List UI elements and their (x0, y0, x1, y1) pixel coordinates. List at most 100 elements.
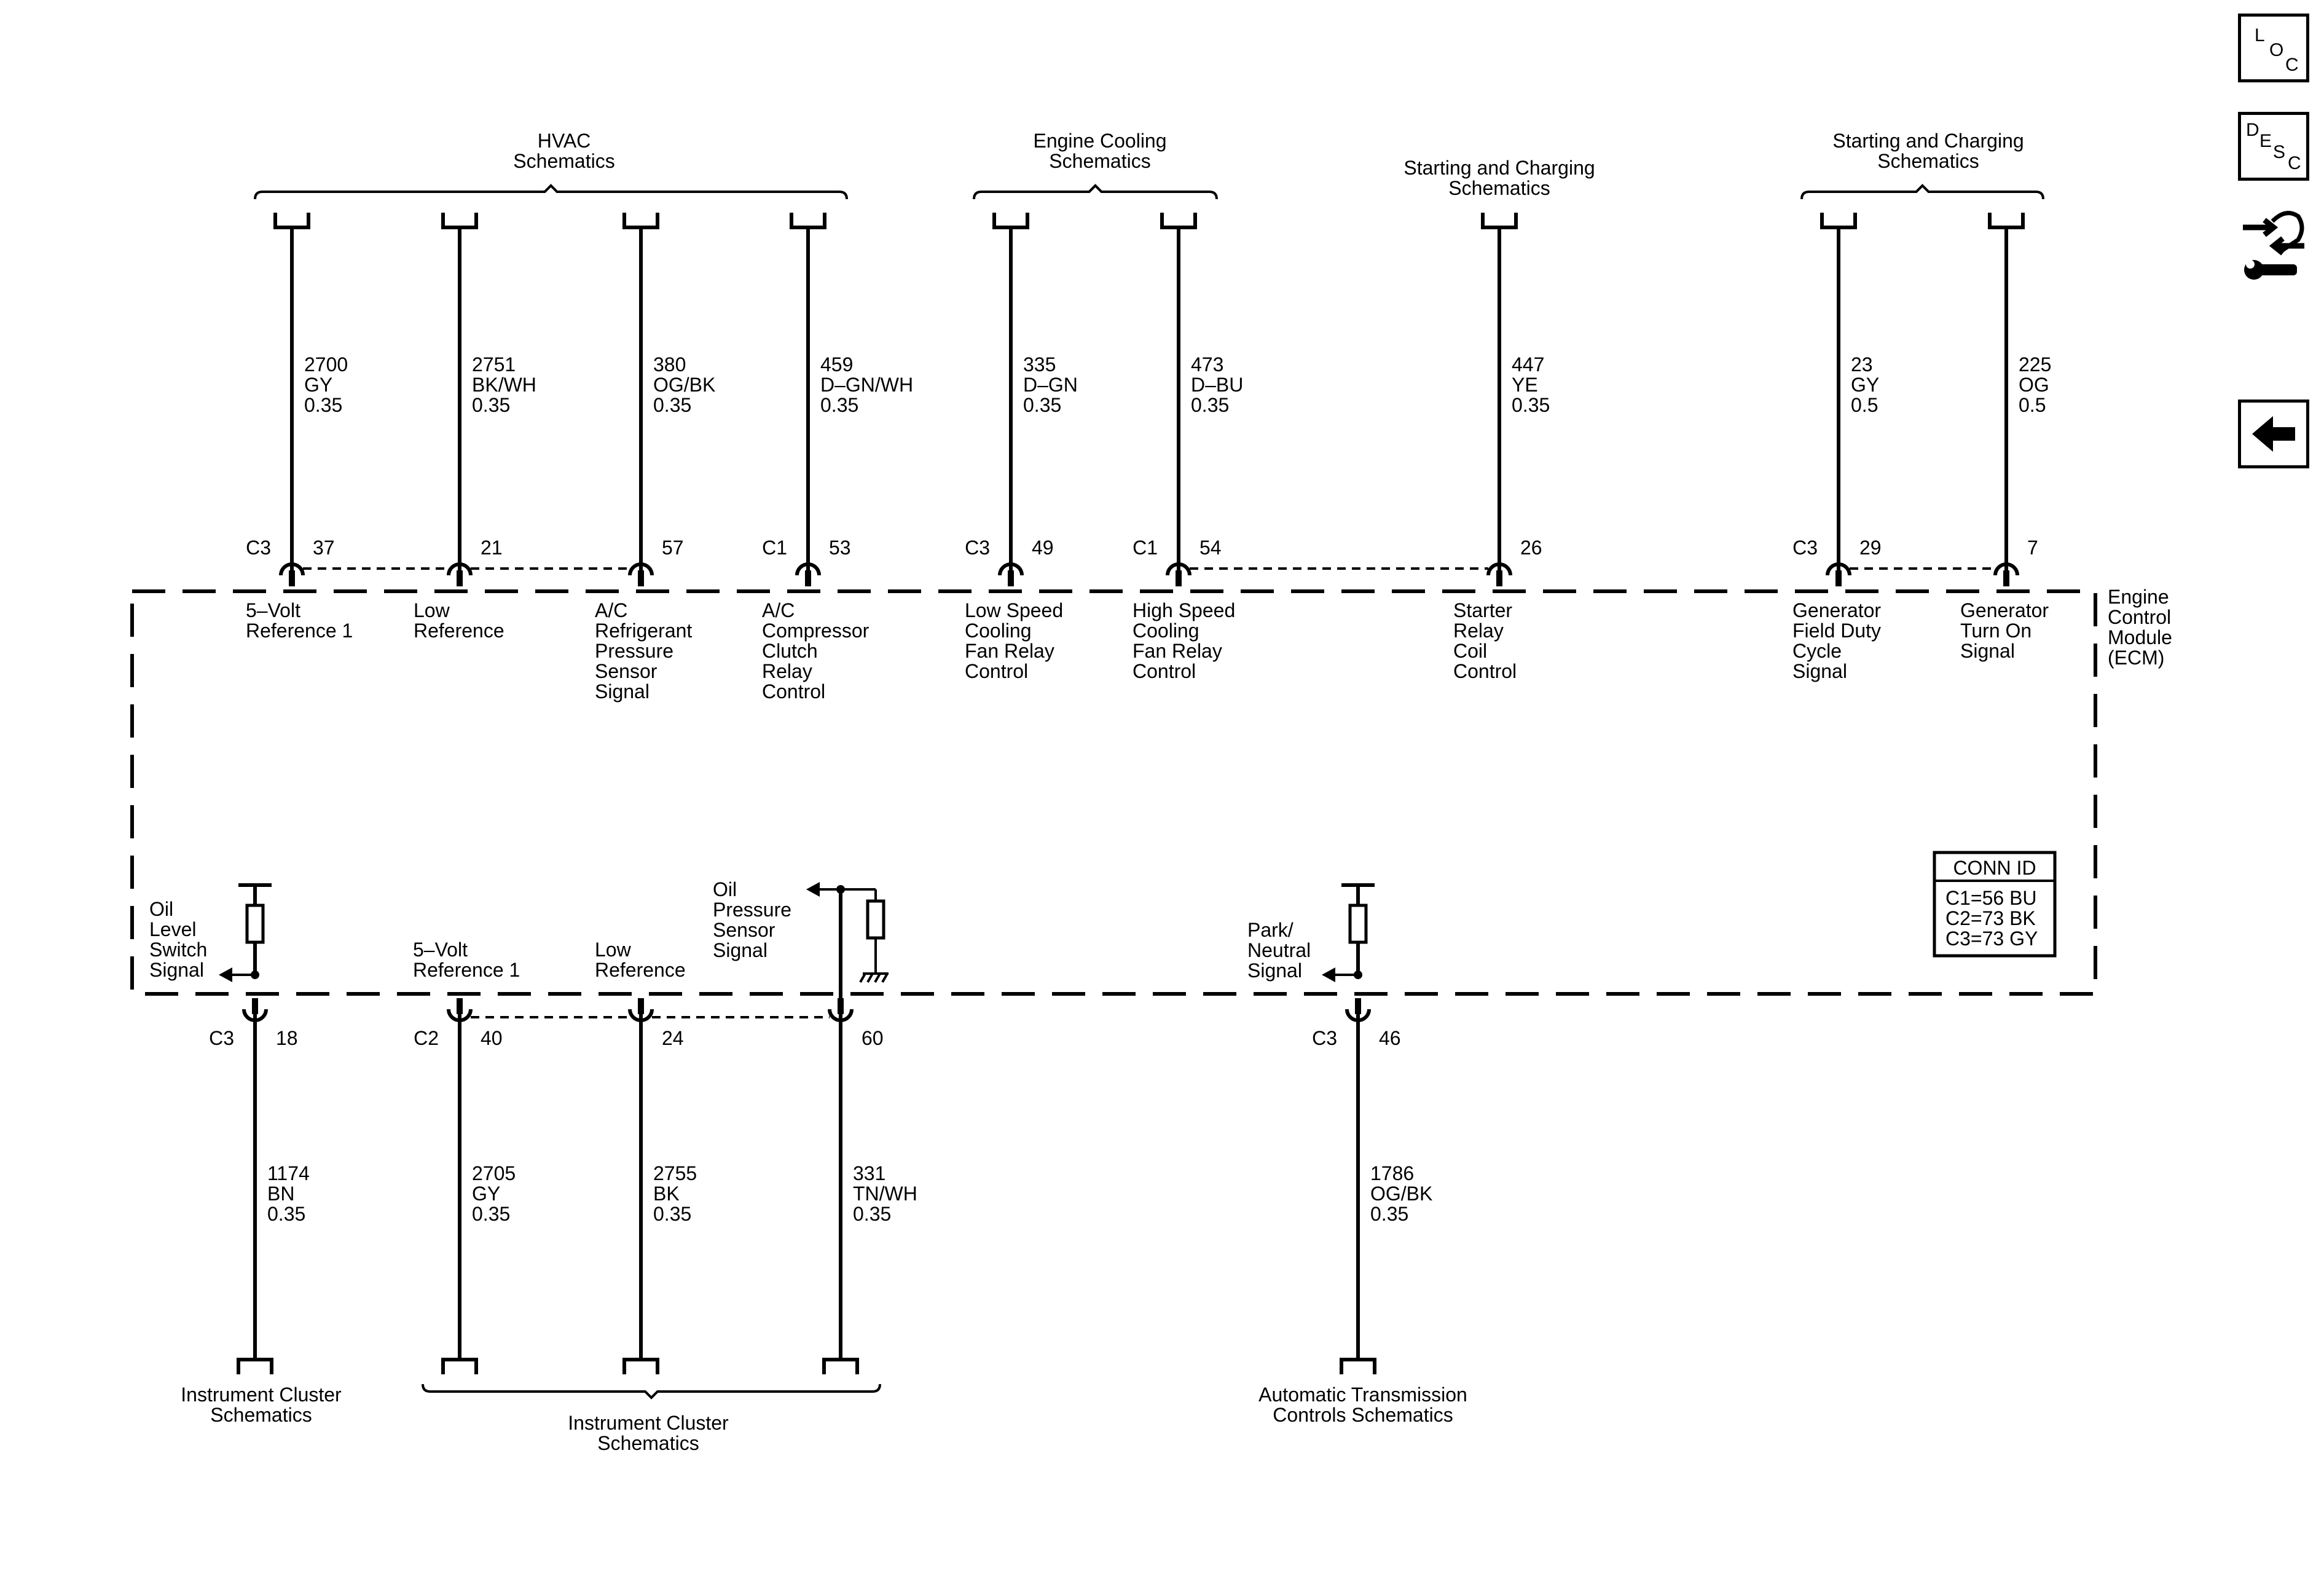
top-destination-label-line: Schematics (513, 150, 614, 172)
top-signal-label-line: Refrigerant (595, 620, 692, 642)
top-circuit-id-line: 0.35 (472, 394, 510, 416)
bottom-signal-label-line: Pressure (713, 899, 791, 921)
bottom-signal-label-line: Reference (595, 959, 686, 981)
conn-id-row-line: C2=73 BK (1945, 907, 2036, 929)
top-connector-id: C3 (1792, 537, 1818, 559)
bottom-pin-pin (457, 998, 463, 1014)
top-signal-label-line: Signal (595, 680, 650, 703)
bottom-circuit-id-line: 2755 (653, 1162, 697, 1184)
top-terminal (1481, 213, 1518, 229)
bottom-pin-pin (638, 998, 644, 1014)
top-pin (628, 562, 654, 576)
top-signal-label-line: Control (1133, 660, 1196, 682)
loc-letter-o: O (2269, 40, 2284, 60)
top-signal-label-line: A/C (762, 599, 795, 621)
pull-down-resistor (866, 899, 885, 940)
top-signal-label-line: Starter (1453, 599, 1512, 621)
bottom-signal-label-line: Neutral (1247, 939, 1311, 961)
ecm-label-line: Control (2108, 606, 2171, 628)
bottom-pin-number: 18 (276, 1027, 298, 1049)
top-circuit-id-line: 0.35 (1023, 394, 1061, 416)
conn-id-title: CONN ID (1953, 857, 2036, 879)
top-circuit-id-line: 0.35 (1191, 394, 1229, 416)
top-destination-brace (254, 184, 848, 200)
top-circuit-id-line: 447 (1512, 353, 1544, 376)
bottom-terminal (237, 1358, 273, 1374)
top-connector-id: C3 (246, 537, 271, 559)
top-pin-number: 53 (829, 537, 851, 559)
ecm-label-line: Engine (2108, 586, 2169, 608)
desc-letter-s: S (2273, 142, 2286, 162)
back-button[interactable] (2238, 400, 2309, 468)
top-signal-label-line: A/C (595, 599, 627, 621)
bottom-pin-number: 24 (662, 1027, 684, 1049)
top-signal-label-line: Signal (1960, 640, 2015, 662)
top-circuit-id-line: 335 (1023, 353, 1056, 376)
top-destination-label-line: Starting and Charging (1403, 157, 1595, 179)
top-terminal (1160, 213, 1197, 229)
wrench-arrows-icon[interactable] (2237, 203, 2310, 295)
top-destination-label-line: Engine Cooling (1033, 130, 1166, 152)
bottom-signal-label-line: Signal (149, 959, 204, 981)
bottom-circuit-id-line: 2705 (472, 1162, 516, 1184)
bottom-signal-label-line: Level (149, 918, 197, 940)
bottom-circuit-id-line: BK (653, 1183, 680, 1205)
ecm-label-line: Module (2108, 626, 2172, 648)
top-signal-label-line: Turn On (1960, 620, 2032, 642)
top-signal-label-line: Clutch (762, 640, 818, 662)
top-pin (795, 562, 821, 576)
top-signal-label-line: Coil (1453, 640, 1487, 662)
bottom-signal-label-line: Park/ (1247, 919, 1294, 941)
conn-id-box (1933, 851, 2057, 958)
desc-letter-c: C (2288, 153, 2301, 173)
pull-up-resistor (1348, 904, 1368, 944)
bottom-pin-pin (838, 998, 844, 1014)
top-circuit-id-line: 225 (2019, 353, 2051, 376)
top-signal-label-line: Signal (1792, 660, 1847, 682)
top-pin-pin (1008, 570, 1014, 586)
top-circuit-id-line: 0.5 (1851, 394, 1878, 416)
loc-letter-l: L (2255, 25, 2265, 45)
top-signal-label-line: Sensor (595, 660, 658, 682)
bottom-pin-number: 46 (1379, 1027, 1401, 1049)
top-pin (998, 562, 1024, 576)
top-terminal (790, 213, 826, 229)
bottom-destination-label-line: Automatic Transmission (1258, 1384, 1467, 1406)
bottom-terminal (1340, 1358, 1376, 1374)
bottom-circuit-id-line: OG/BK (1370, 1183, 1432, 1205)
top-circuit-id-line: YE (1512, 374, 1538, 396)
top-signal-label-line: Pressure (595, 640, 673, 662)
top-pin (1166, 562, 1191, 576)
bottom-circuit-id-line: 0.35 (653, 1203, 691, 1225)
top-pin-number: 29 (1859, 537, 1882, 559)
desc-button[interactable]: D E S C (2238, 112, 2309, 181)
bottom-signal-label-line: Oil (713, 878, 737, 900)
bottom-pin-pin (252, 998, 258, 1014)
bottom-circuit-id-line: 0.35 (472, 1203, 510, 1225)
top-connector-id: C3 (965, 537, 990, 559)
bottom-signal-label-line: Low (595, 939, 632, 961)
top-signal-label-line: Fan Relay (1133, 640, 1222, 662)
top-pin-pin (1835, 570, 1842, 586)
top-circuit-id-line: D–GN (1023, 374, 1078, 396)
top-pin-number: 57 (662, 537, 684, 559)
top-circuit-id-line: 0.35 (304, 394, 342, 416)
top-circuit-id-line: 0.35 (820, 394, 858, 416)
top-pin (1993, 562, 2019, 576)
bottom-destination-label-line: Instrument Cluster (568, 1412, 729, 1434)
bottom-connector-id: C3 (1312, 1027, 1337, 1049)
top-pin-pin (805, 570, 811, 586)
top-circuit-id-line: 0.35 (1512, 394, 1550, 416)
loc-button[interactable]: L O C (2238, 14, 2309, 82)
top-terminal (273, 213, 310, 229)
bottom-circuit-id-line: 331 (853, 1162, 885, 1184)
top-circuit-id-line: 380 (653, 353, 686, 376)
pull-up-resistor (245, 904, 265, 944)
top-circuit-id-line: 0.35 (653, 394, 691, 416)
bottom-destination-brace (422, 1384, 881, 1400)
bottom-signal-label-line: Sensor (713, 919, 775, 941)
top-signal-label-line: Control (1453, 660, 1517, 682)
top-pin (1826, 562, 1851, 576)
top-pin-pin (2003, 570, 2009, 586)
